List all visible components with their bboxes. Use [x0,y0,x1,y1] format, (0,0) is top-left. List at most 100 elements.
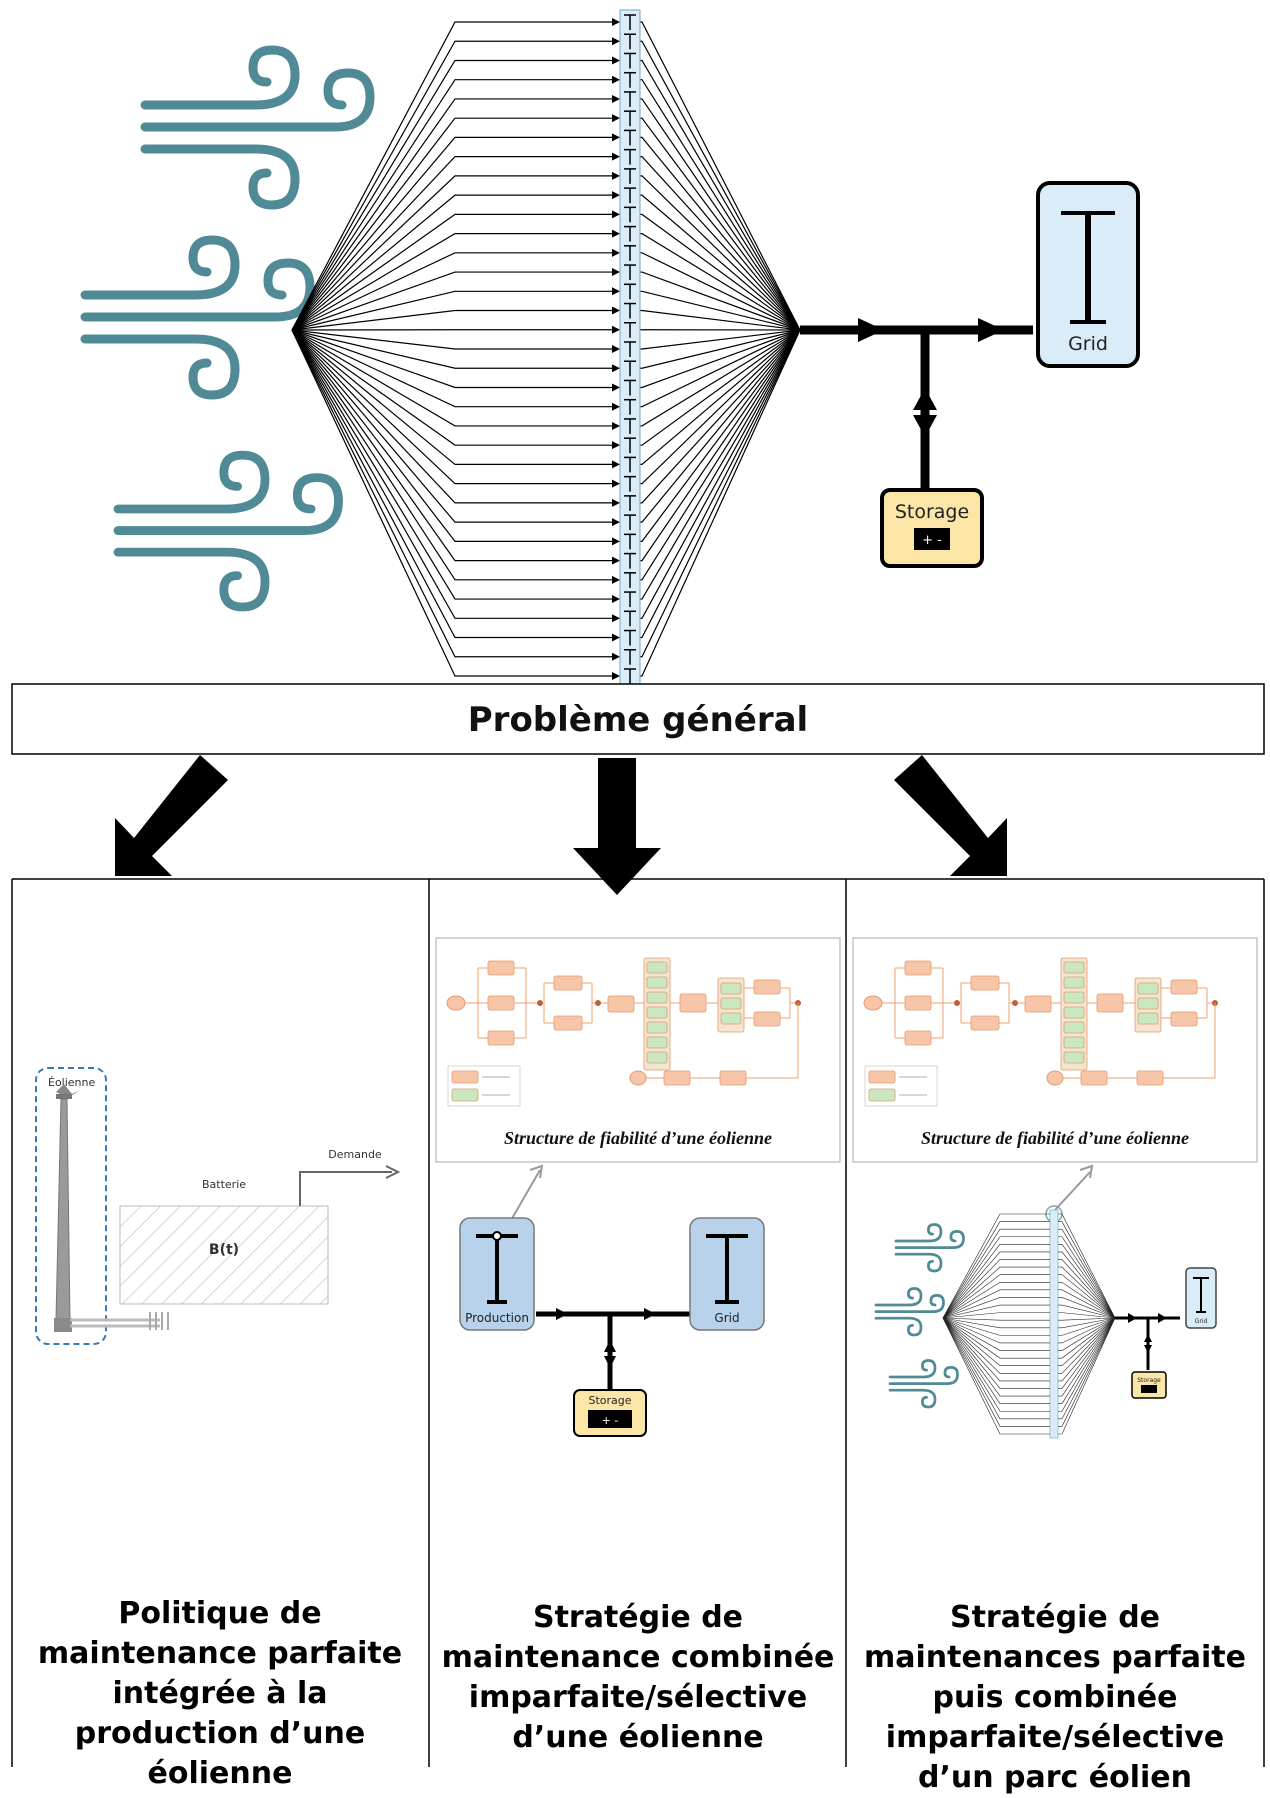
fan-line [640,330,800,599]
fan-line [943,1229,1050,1318]
panel-1-illustration: Éolienne Batterie B(t) Demande [36,1068,398,1344]
storage-sign-small: + - [602,1414,619,1427]
fan-line [640,330,800,541]
reliability-block [680,994,706,1012]
general-problem-box: Problème général [12,684,1264,754]
fan-line [1058,1318,1115,1366]
grid-node: Grid [1038,183,1138,366]
reliability-block [1064,1007,1084,1018]
grid-label-mini: Grid [1195,1318,1208,1325]
fan-lines-left [292,18,620,680]
fan-arrowhead [612,595,620,603]
fan-arrowhead [612,18,620,26]
grid-node-mini: Grid [1186,1268,1216,1328]
grid-node-small: Grid [690,1218,764,1330]
turbine-label: Éolienne [48,1076,96,1089]
panel-2-system: Production Grid Storage + - [460,1166,764,1436]
grid-label: Grid [1068,333,1108,355]
fan-line [943,1318,1050,1320]
reliability-caption: Structure de fiabilité d’une éolienne [504,1128,772,1148]
reliability-block [1097,994,1123,1012]
fan-arrowhead [612,210,620,218]
fan-arrowhead [612,537,620,545]
reliability-block [1064,962,1084,973]
fan-line [1058,1318,1115,1373]
panel-2-title: Stratégie de maintenance combinée imparf… [433,1598,843,1758]
fan-arrowhead [612,133,620,141]
reliability-block [488,961,514,975]
reliability-block [647,1007,667,1018]
reliability-block [488,1031,514,1045]
fan-line [640,41,800,330]
fan-line [943,1313,1050,1318]
reliability-block [1064,992,1084,1003]
battery-label: Batterie [202,1178,246,1191]
reliability-block [754,980,780,994]
fan-arrowhead [612,230,620,238]
fan-line [640,330,800,349]
reliability-block [721,1013,741,1024]
start-node [447,996,465,1010]
reliability-block [647,1022,667,1033]
fan-line [640,22,800,330]
fan-line [943,1244,1050,1318]
reliability-block [721,983,741,994]
production-node: Production [460,1218,534,1330]
reliability-block [1138,1013,1158,1024]
reliability-block [647,962,667,973]
arrow-center [573,758,661,895]
storage-node-small: Storage + - [574,1390,646,1436]
reliability-block [1064,1052,1084,1063]
fan-line [292,234,614,330]
junction-node [537,1000,543,1006]
fan-line [640,234,800,330]
legend-swatch [869,1071,895,1083]
fan-arrowhead [612,422,620,430]
fan-line [640,118,800,330]
reliability-block [971,1016,999,1030]
loop-node [630,1071,646,1085]
fan-line [292,330,614,618]
wind-icon-small-2 [876,1289,944,1336]
fan-line [640,330,800,618]
fan-line [640,330,800,580]
reliability-block [488,996,514,1010]
fan-line [640,195,800,330]
legend-swatch [869,1089,895,1101]
reliability-block [1081,1071,1107,1085]
reliability-block [647,977,667,988]
fan-arrowhead [612,441,620,449]
fan-arrowhead [612,114,620,122]
storage-label-mini: Storage [1137,1377,1161,1384]
start-node [864,996,882,1010]
reliability-block [554,1016,582,1030]
wind-icon-3 [118,455,339,607]
turbine-strip-mini [1050,1210,1058,1438]
grid-label-small: Grid [714,1311,739,1325]
reliability-block [647,992,667,1003]
arrow-right [894,755,1007,876]
fan-line [292,118,614,330]
fan-arrowhead [612,557,620,565]
wind-icon-small-3 [890,1361,958,1408]
panel-1-title: Politique de maintenance parfaite intégr… [16,1594,424,1794]
fan-line [943,1318,1050,1388]
fan-line [640,311,800,330]
fan-line [640,176,800,330]
panel-2-reliability: Structure de fiabilité d’une éolienne [436,938,840,1162]
storage-label: Storage [895,501,969,523]
fan-line [1058,1260,1115,1318]
reliability-block [905,1031,931,1045]
demand-label: Demande [328,1148,382,1161]
fan-arrowhead [612,326,620,334]
fan-arrowhead [612,499,620,507]
reliability-caption: Structure de fiabilité d’une éolienne [921,1128,1189,1148]
fan-line [640,60,800,330]
reliability-block [720,1071,746,1085]
fan-arrowhead [612,37,620,45]
arrow-left [115,755,228,876]
storage-sign: + - [922,533,942,548]
fan-line [943,1318,1050,1411]
fan-arrowhead [612,307,620,315]
fan-line [640,330,800,464]
